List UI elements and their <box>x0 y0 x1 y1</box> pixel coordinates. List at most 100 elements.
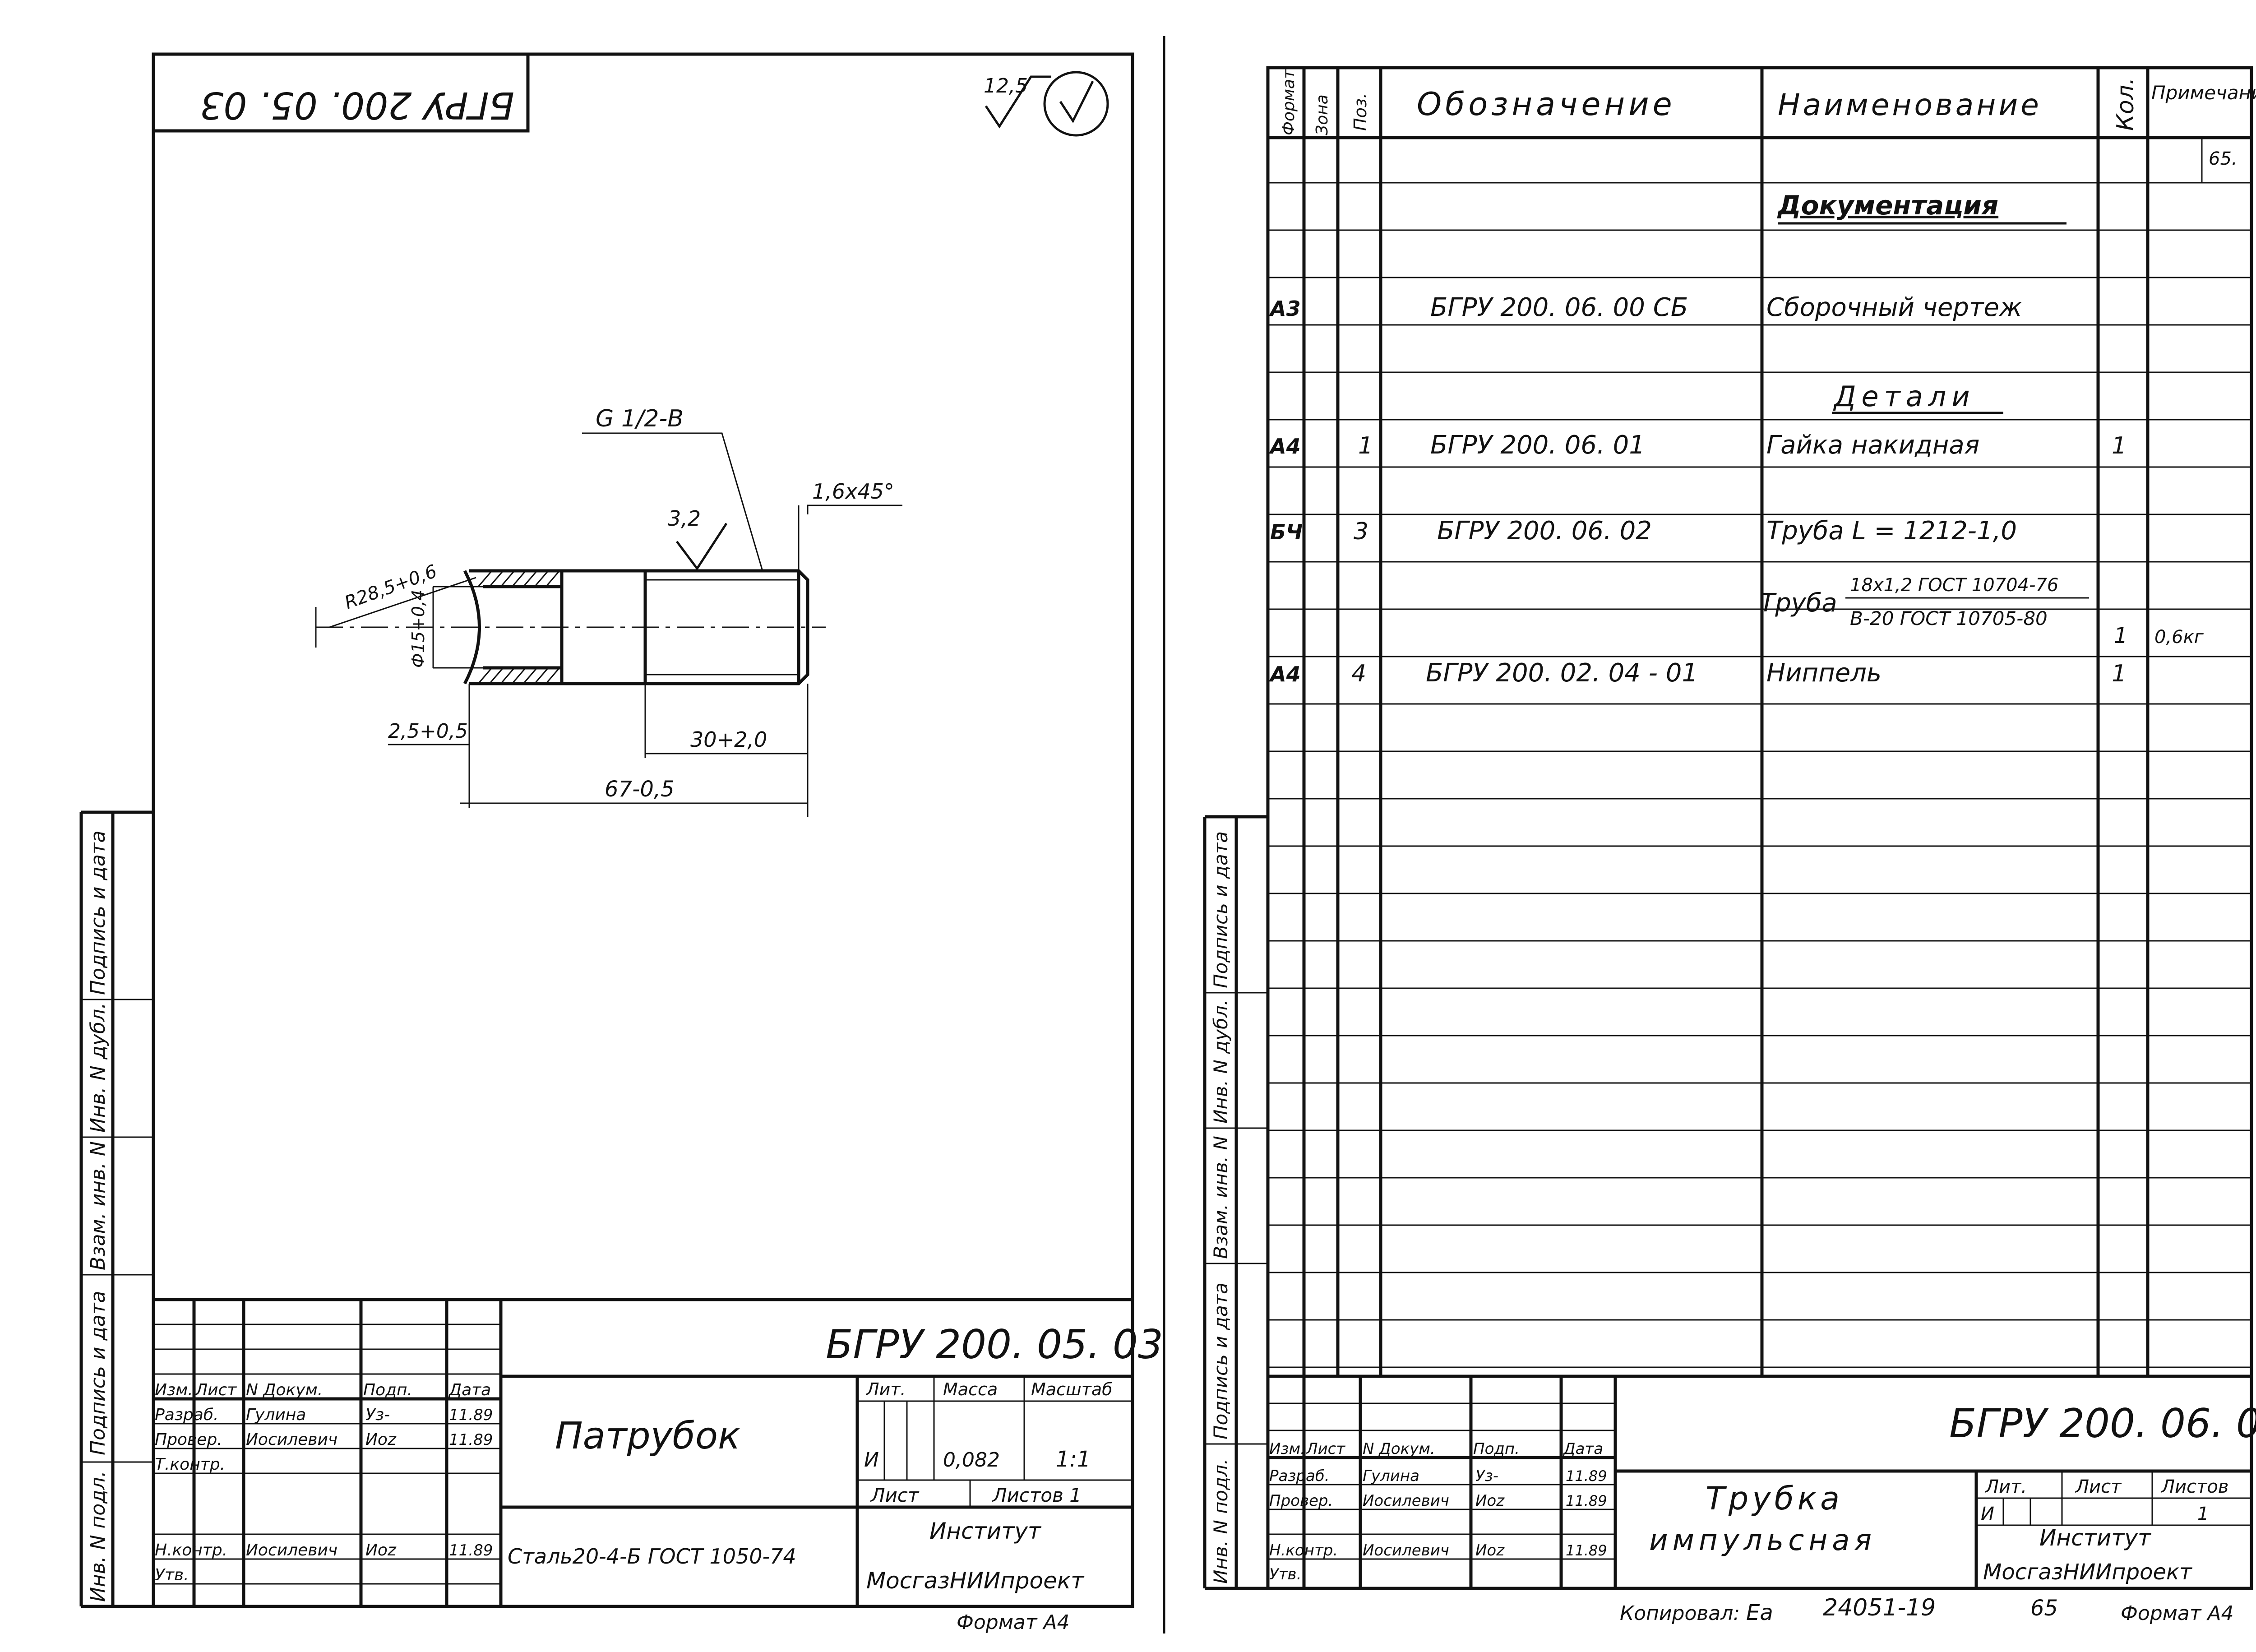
row-1-format: А3 <box>1269 296 1301 321</box>
callout-roughness: 3,2 <box>668 506 701 531</box>
row-1-designation: БГРУ 200. 06. 00 СБ <box>1430 293 1688 322</box>
left-org2: МосгазНИИпроект <box>866 1568 1085 1594</box>
left-row-4-date: 11.89 <box>449 1541 493 1559</box>
dim-thread-len: 30+2,0 <box>690 727 767 752</box>
left-hdr-1: Лист <box>194 1381 237 1399</box>
right-stamp-title2: импульсная <box>1649 1524 1876 1557</box>
right-hdr-4: Дата <box>1563 1440 1603 1458</box>
left-row-1-role: Провер. <box>155 1430 222 1449</box>
left-sheets-label: Листов 1 <box>992 1484 1082 1506</box>
left-stamp-material: Сталь20-4-Б ГОСТ 1050-74 <box>508 1544 796 1569</box>
left-lit-value: И <box>864 1448 879 1472</box>
right-side-label-0: Инв. N подл. <box>1210 1459 1232 1584</box>
row-6-designation: БГРУ 200. 02. 04 - 01 <box>1426 658 1698 688</box>
spec-table-grid <box>1268 68 2251 1376</box>
right-frame <box>1266 66 2253 1590</box>
row-1-name: Сборочный чертеж <box>1766 293 2022 322</box>
right-side-label-3: Инв. N дубл. <box>1210 1000 1232 1124</box>
left-row-1-date: 11.89 <box>449 1431 493 1449</box>
callout-chamfer: 1,6х45° <box>812 479 894 504</box>
roughness-symbol <box>985 71 1109 137</box>
footer-sig: Еа <box>1746 1600 1773 1625</box>
left-row-0-date: 11.89 <box>449 1406 493 1424</box>
right-row-1-role: Провер. <box>1269 1492 1333 1510</box>
hdr-pos: Поз. <box>1350 93 1370 131</box>
row-6-name: Ниппель <box>1766 658 1882 688</box>
left-scale-label: Масштаб <box>1031 1379 1113 1399</box>
right-row-3-role: Н.контр. <box>1269 1541 1338 1559</box>
left-hdr-0: Изм. <box>155 1381 193 1399</box>
page-mark: 65. <box>2209 148 2238 169</box>
left-mass-label: Масса <box>943 1379 998 1399</box>
right-sheet: Инв. N подл. Подпись и дата Взам. инв. N… <box>1203 66 2256 1625</box>
row-3-qty: 1 <box>2112 432 2127 459</box>
left-row-5-role: Утв. <box>155 1566 189 1584</box>
left-format: Формат А4 <box>957 1611 1070 1634</box>
hdr-zone: Зона <box>1313 94 1331 135</box>
callout-thread: G 1/2-B <box>596 405 684 432</box>
right-row-3-sig: Иоz <box>1475 1541 1505 1559</box>
right-row-1-sig: Иоz <box>1475 1492 1505 1510</box>
row-5-qty: 1 <box>2114 623 2128 648</box>
left-corner-code: БГРУ 200. 05. 03 <box>200 83 514 126</box>
row-4-designation: БГРУ 200. 06. 02 <box>1437 516 1652 546</box>
hdr-designation: Обозначение <box>1417 86 1676 123</box>
right-hdr-0: Изм. <box>1269 1440 1305 1458</box>
right-hdr-3: Подп. <box>1473 1440 1520 1458</box>
footer-num: 24051-19 <box>1823 1594 1936 1621</box>
left-side-label-3: Инв. N дубл. <box>87 1003 110 1133</box>
right-lit-value: И <box>1981 1504 1994 1524</box>
row-3-name: Гайка накидная <box>1766 430 1979 460</box>
row-5-name: Труба <box>1760 588 1837 618</box>
right-row-1-date: 11.89 <box>1566 1492 1607 1509</box>
hdr-format: Формат <box>1280 69 1298 135</box>
row-6-qty: 1 <box>2112 660 2127 687</box>
left-side-strip <box>79 810 153 1608</box>
right-row-3-date: 11.89 <box>1566 1542 1607 1559</box>
left-frame <box>152 52 1134 1608</box>
right-side-strip <box>1203 815 1268 1590</box>
right-lit-label: Лит. <box>1984 1476 2027 1497</box>
row-4-name: Труба L = 1212-1,0 <box>1766 516 2017 546</box>
right-sheets-value: 1 <box>2197 1504 2209 1524</box>
left-lit-label: Лит. <box>865 1379 906 1399</box>
right-sheets-label: Листов <box>2160 1476 2228 1497</box>
row-4-format: БЧ <box>1270 520 1303 544</box>
dim-total: 67-0,5 <box>605 777 675 802</box>
part-drawing <box>315 432 902 817</box>
left-row-0-role: Разраб. <box>155 1406 218 1424</box>
roughness-value: 12,5 <box>984 74 1028 97</box>
left-scale-value: 1:1 <box>1056 1447 1091 1472</box>
left-row-4-role: Н.контр. <box>155 1541 227 1559</box>
left-row-2-role: Т.контр. <box>155 1455 225 1474</box>
hdr-name: Наименование <box>1778 88 2042 122</box>
left-side-label-1: Подпись и дата <box>87 1291 110 1455</box>
right-side-label-2: Взам. инв. N <box>1210 1136 1232 1259</box>
right-row-0-sig: Уз- <box>1475 1467 1498 1485</box>
row-6-pos: 4 <box>1351 660 1366 687</box>
right-row-0-role: Разраб. <box>1269 1467 1330 1485</box>
right-row-3-name: Иосилевич <box>1363 1541 1449 1559</box>
left-hdr-4: Дата <box>448 1381 491 1399</box>
right-row-0-name: Гулина <box>1363 1467 1419 1485</box>
right-title-block <box>1268 1374 2251 1588</box>
right-format: Формат А4 <box>2121 1602 2234 1625</box>
footer-page: 65 <box>2030 1596 2058 1621</box>
right-org1: Институт <box>2039 1525 2152 1551</box>
left-corner-box <box>152 52 530 133</box>
row-3-format: А4 <box>1269 434 1301 458</box>
left-side-label-0: Инв. N подл. <box>87 1471 110 1602</box>
left-hdr-3: Подп. <box>363 1381 412 1399</box>
row-3-designation: БГРУ 200. 06. 01 <box>1430 430 1645 460</box>
left-side-label-4: Подпись и дата <box>87 831 110 995</box>
dim-diameter: Ф15+0,4 <box>408 590 428 668</box>
right-sheet-label: Лист <box>2075 1476 2122 1497</box>
hdr-qty: Кол. <box>2112 78 2139 131</box>
right-org2: МосгазНИИпроект <box>1983 1559 2193 1585</box>
row-4-pos: 3 <box>1354 518 1368 545</box>
left-stamp-code: БГРУ 200. 05. 03 <box>826 1321 1163 1368</box>
right-row-1-name: Иосилевич <box>1363 1492 1449 1510</box>
left-sheet: Инв. N подл. Подпись и дата Взам. инв. N… <box>79 52 1163 1634</box>
row-5-frac-bot: В-20 ГОСТ 10705-80 <box>1850 607 2048 629</box>
left-row-1-name: Иосилевич <box>246 1430 337 1449</box>
